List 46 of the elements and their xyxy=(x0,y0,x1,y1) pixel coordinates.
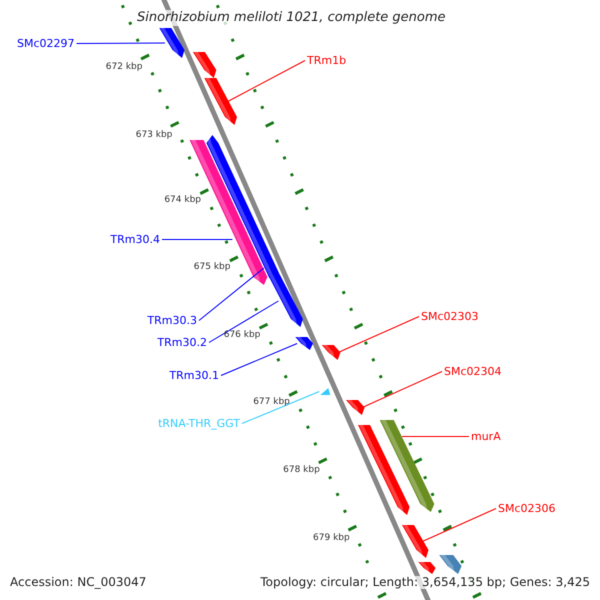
gene-label: TRm30.2 xyxy=(157,336,207,349)
gene-bar xyxy=(295,337,313,350)
gene-bar xyxy=(380,420,434,512)
gene-bar xyxy=(402,525,428,558)
scale-label: 679 kbp xyxy=(313,533,350,544)
gene-bar xyxy=(268,275,303,327)
leader-line xyxy=(402,436,470,437)
gene-bar xyxy=(439,555,462,574)
gene-label: SMc02297 xyxy=(17,37,75,50)
scale-label: 672 kbp xyxy=(106,62,142,73)
gene-label: TRm30.3 xyxy=(147,314,197,327)
leader-line xyxy=(362,371,442,408)
gene-label: tRNA-THR_GGT xyxy=(158,417,240,430)
gene-bar xyxy=(322,345,340,360)
map-title: Sinorhizobium meliloti 1021, complete genome xyxy=(135,10,448,26)
leader-line xyxy=(242,391,320,424)
leader-line xyxy=(338,316,420,353)
gene-label: SMc02304 xyxy=(444,365,502,378)
gene-bar xyxy=(418,562,436,574)
scale-label: 677 kbp xyxy=(253,397,290,408)
gene-triangle xyxy=(320,388,330,395)
gene-label: TRm30.4 xyxy=(110,233,160,246)
gene-label: SMc02306 xyxy=(498,502,556,515)
leader-line xyxy=(162,239,233,240)
gene-label: TRm30.1 xyxy=(169,369,219,382)
gene-label: murA xyxy=(471,430,501,443)
scale-label: 673 kbp xyxy=(136,130,172,141)
leader-line xyxy=(422,508,496,542)
scale-label: 674 kbp xyxy=(164,195,201,206)
leader-line xyxy=(198,268,264,321)
scale-label: 676 kbp xyxy=(224,330,260,341)
gene-label: TRm1b xyxy=(307,54,346,67)
leader-line xyxy=(208,300,279,343)
footer-text: Accession: NC_003047 xyxy=(10,576,146,589)
leader-line xyxy=(220,343,298,376)
footer-text: Topology: circular; Length: 3,654,135 bp; Genes: 3,425 xyxy=(260,576,590,589)
gene-label: SMc02303 xyxy=(421,310,479,323)
leader-line xyxy=(76,42,166,44)
leader-line xyxy=(227,60,306,102)
scale-label: 678 kbp xyxy=(283,465,320,476)
gene-bar xyxy=(204,78,237,125)
scale-label: 675 kbp xyxy=(194,262,230,273)
gene-bar xyxy=(159,28,184,58)
gene-bar xyxy=(346,400,365,415)
gene-bar xyxy=(192,52,216,78)
gene-bar xyxy=(358,425,410,515)
